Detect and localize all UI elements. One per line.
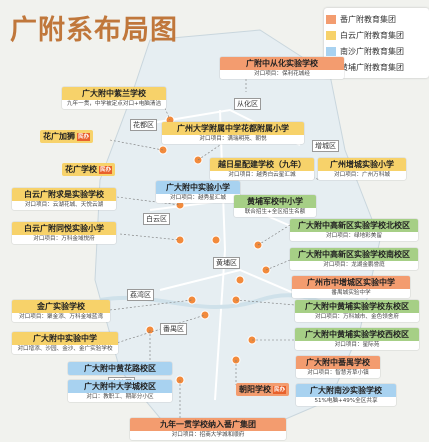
private-tag: 民办: [99, 165, 113, 174]
district-label-huangpu: 黄埔区: [213, 257, 240, 269]
location-marker: [211, 235, 221, 245]
school-card[interactable]: 广大附中黄埔实验学校东校区 对口项目：万科城市、金色领舍府: [295, 300, 419, 322]
school-card[interactable]: 广大附中黄花路校区: [68, 362, 172, 375]
school-label[interactable]: 花广学校民办: [62, 163, 116, 176]
location-marker: [235, 275, 245, 285]
school-note: 对口项目：越秀星汇城: [170, 195, 226, 201]
school-card[interactable]: 广州大学附属中学花都附属小学 对口项目：满瑞明苑、朝悦: [162, 122, 304, 144]
school-name: 广大附中高新区实验学校北校区: [290, 219, 418, 232]
school-name: 广大附中高新区实验学校南校区: [290, 248, 418, 261]
school-note: 对口增添、沙园、金沙、金广实验学校: [17, 346, 113, 352]
school-note: 九年一贯，中学被定点对口+电脑清洁: [66, 101, 162, 107]
school-card[interactable]: 广大附中实验中学 对口增添、沙园、金沙、金广实验学校: [12, 332, 118, 354]
school-card[interactable]: 黄埔军校中小学 联合招生+全区招生名额: [234, 195, 316, 217]
legend-item: 番广附教育集团: [326, 11, 427, 27]
legend-item: 南沙广附教育集团: [326, 43, 427, 59]
district-label-huadu: 花都区: [130, 119, 157, 131]
school-name: 广大附中紫兰学校: [62, 87, 166, 100]
school-name: 广大附中黄花路校区: [68, 362, 172, 375]
school-name: 广州增城实验小学: [318, 158, 406, 171]
district-label-conghua: 从化区: [234, 98, 261, 110]
legend-swatch: [326, 46, 336, 56]
school-card[interactable]: 越日星配建学校（九年） 对口项目：越秀白云星汇城: [210, 158, 314, 180]
legend-swatch: [326, 30, 336, 40]
school-card[interactable]: 广州增城实验小学 对口项目：广州万科城: [318, 158, 406, 180]
private-tag: 民办: [273, 385, 287, 394]
private-tag: 民办: [77, 132, 91, 141]
school-name: 花广学校: [65, 165, 97, 174]
district-label-baiyun: 白云区: [143, 213, 170, 225]
school-note: 对口项目：龙湖金鹏誉庭: [323, 262, 385, 268]
school-name: 九年一贯学校纳入番广集团: [130, 418, 286, 431]
school-name: 花广加狮: [43, 132, 75, 141]
page-title: 广附系布局图: [10, 15, 178, 46]
school-name: 广大附南沙实验学校: [296, 384, 396, 397]
school-note: 番禺城实验中学: [331, 290, 371, 296]
school-note: 对口项目：云湖花城、天悦云湖: [24, 202, 104, 208]
school-card[interactable]: 金广实验学校 对口项目：聚金添、万科金域蓝湾: [12, 300, 110, 322]
location-marker: [187, 295, 197, 305]
school-name: 广大附中番禺学校: [296, 356, 380, 369]
leader-lines: [109, 79, 321, 420]
school-name: 广州市中增城区实验中学: [292, 276, 410, 289]
school-card[interactable]: 广大附中番禺学校 对口项目：智慧芳草小镇: [296, 356, 380, 378]
legend-label: 黄埔广附教育集团: [340, 62, 404, 72]
school-note: 对口项目：招商大学城和顺府: [171, 432, 245, 438]
school-note: 对口项目：满瑞明苑、朝悦: [199, 136, 267, 142]
district-label-panyu: 番禺区: [160, 323, 187, 335]
school-note: 对口：教职工、期部分小区: [86, 394, 154, 400]
school-name: 广大附中实验小学: [156, 181, 240, 194]
school-card[interactable]: 广大附中紫兰学校 九年一贯，中学被定点对口+电脑清洁: [62, 87, 166, 109]
school-name: 广附中从化实验学校: [220, 57, 344, 70]
school-name: 广大附中实验中学: [12, 332, 118, 345]
school-card[interactable]: 广大附中黄埔实验学校西校区 对口项目：星际苑: [295, 328, 419, 350]
legend-label: 南沙广附教育集团: [340, 46, 404, 56]
legend-label: 番广附教育集团: [340, 14, 396, 24]
legend-item: 白云广附教育集团: [326, 27, 427, 43]
school-name: 广州大学附属中学花都附属小学: [162, 122, 304, 135]
location-marker: [200, 310, 210, 320]
school-card[interactable]: 广大附中高新区实验学校南校区 对口项目：龙湖金鹏誉庭: [290, 248, 418, 270]
school-label[interactable]: 花广加狮民办: [40, 130, 94, 143]
school-card[interactable]: 广大附中高新区实验学校北校区 对口项目：绿地彩美留: [290, 219, 418, 241]
school-note: 对口项目：万科金域悦府: [33, 236, 95, 242]
school-name: 金广实验学校: [12, 300, 110, 313]
school-label[interactable]: 朝阳学校民办: [236, 383, 290, 396]
school-name: 广大附中大学城校区: [68, 380, 172, 393]
school-name: 越日星配建学校（九年）: [210, 158, 314, 171]
school-card[interactable]: 白云广附同悦实验小学 对口项目：万科金域悦府: [12, 222, 116, 244]
district-label-zengcheng: 增城区: [312, 140, 339, 152]
school-card[interactable]: 广州市中增城区实验中学 番禺城实验中学: [292, 276, 410, 298]
school-note: 对口项目：智慧芳草小镇: [307, 370, 369, 376]
school-name: 白云广附同悦实验小学: [12, 222, 116, 235]
school-name: 广大附中黄埔实验学校西校区: [295, 328, 419, 341]
school-note: 对口项目：越秀白云星汇城: [228, 172, 296, 178]
school-card[interactable]: 广大附中大学城校区 对口：教职工、期部分小区: [68, 380, 172, 402]
district-label-liwan: 荔湾区: [127, 289, 154, 301]
school-note: 51%电脑+49%全区共享: [314, 398, 378, 404]
school-note: 对口项目：保利花城经: [254, 71, 310, 77]
school-card[interactable]: 九年一贯学校纳入番广集团 对口项目：招商大学城和顺府: [130, 418, 286, 440]
school-note: 联合招生+全区招生名额: [244, 209, 306, 215]
school-note: 对口项目：星际苑: [334, 342, 380, 348]
school-name: 黄埔军校中小学: [234, 195, 316, 208]
school-name: 白云广附求是实验学校: [12, 188, 116, 201]
legend-swatch: [326, 14, 336, 24]
school-card[interactable]: 广大附南沙实验学校 51%电脑+49%全区共享: [296, 384, 396, 406]
school-note: 对口项目：绿地彩美留: [326, 233, 382, 239]
school-note: 对口项目：广州万科城: [334, 172, 390, 178]
school-card[interactable]: 白云广附求是实验学校 对口项目：云湖花城、天悦云湖: [12, 188, 116, 210]
school-note: 对口项目：聚金添、万科金域蓝湾: [19, 314, 103, 320]
school-card[interactable]: 广附中从化实验学校 对口项目：保利花城经: [220, 57, 344, 79]
school-name: 广大附中黄埔实验学校东校区: [295, 300, 419, 313]
school-note: 对口项目：万科城市、金色领舍府: [315, 314, 399, 320]
school-card[interactable]: 广大附中实验小学 对口项目：越秀星汇城: [156, 181, 240, 203]
legend-label: 白云广附教育集团: [340, 30, 404, 40]
school-name: 朝阳学校: [239, 385, 271, 394]
